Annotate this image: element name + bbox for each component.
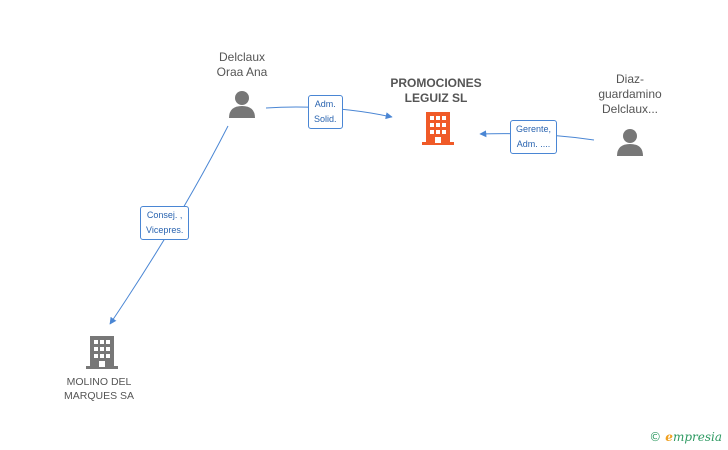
- label-line: PROMOCIONES: [390, 76, 482, 90]
- person-icon[interactable]: [229, 91, 255, 118]
- label-line: Delclaux...: [601, 102, 659, 116]
- person-icon[interactable]: [617, 129, 643, 156]
- person-label-diaz[interactable]: Diaz- guardamino Delclaux...: [592, 72, 668, 117]
- label-line: Oraa Ana: [216, 65, 268, 79]
- brand-e: e: [665, 430, 673, 444]
- edge-label-line: Adm.: [314, 99, 336, 109]
- label-line: MOLINO DEL: [66, 376, 132, 388]
- edge-label-adm-solid[interactable]: Adm. Solid.: [308, 95, 343, 129]
- edge-label-line: Vicepres.: [146, 225, 184, 235]
- edge-label-line: Consej. ,: [146, 210, 183, 220]
- company-label-promociones[interactable]: PROMOCIONES LEGUIZ SL: [386, 76, 486, 106]
- edge-label-line: Solid.: [314, 114, 337, 124]
- company-label-molino[interactable]: MOLINO DEL MARQUES SA: [54, 375, 144, 403]
- person-label-delclaux[interactable]: Delclaux Oraa Ana: [208, 50, 276, 80]
- edge-label-gerente[interactable]: Gerente, Adm. ....: [510, 120, 558, 154]
- edge-label-line: Gerente,: [516, 124, 552, 134]
- label-line: LEGUIZ SL: [404, 91, 468, 105]
- brand-text: mpresia: [672, 430, 722, 444]
- edge-label-line: Adm. ....: [516, 139, 551, 149]
- edge-label-consej[interactable]: Consej. , Vicepres.: [140, 206, 190, 240]
- building-icon[interactable]: [422, 112, 454, 145]
- brand-logo: ©empresia: [649, 430, 722, 444]
- label-line: Diaz-: [615, 72, 644, 86]
- label-line: Delclaux: [218, 50, 266, 64]
- label-line: guardamino: [598, 87, 662, 101]
- label-line: MARQUES SA: [63, 390, 134, 402]
- building-icon[interactable]: [86, 336, 118, 369]
- copyright-icon: ©: [649, 430, 662, 444]
